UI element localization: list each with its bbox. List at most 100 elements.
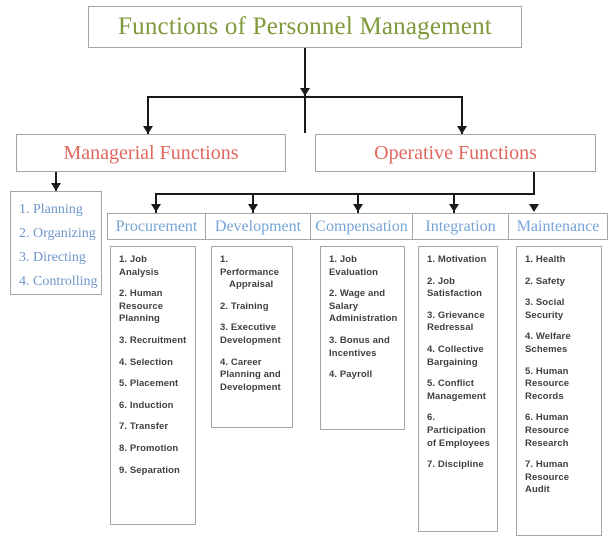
list-item: 1. Health [525,254,595,267]
list-item-line: 4. Welfare [525,331,571,343]
list-item: 2. Organizing [19,226,96,241]
connector-procurement-drop [155,193,157,213]
connector-level2-left-drop [147,96,149,134]
operative-header-compensation: Compensation [310,213,413,240]
list-item-line: Planning [119,313,160,325]
connector-level2-right-arrowhead [457,126,467,134]
list-item: 1. Job Analysis [119,254,189,279]
list-item-line: 3. Recruitment [119,334,187,346]
list-item-line: 4. Collective [427,343,484,355]
list-item-line: Planning and [220,369,281,381]
list-item-line: Resource [119,300,164,312]
managerial-functions-box: Managerial Functions [16,134,286,172]
operative-header-maintenance: Maintenance [508,213,608,240]
list-item-line: Schemes [525,343,568,355]
list-item: 8. Promotion [119,443,189,456]
connector-maintenance-arrowhead [529,204,539,212]
list-item-line: Resource [525,424,570,436]
list-item: 5. Placement [119,378,189,391]
operative-header-label: Compensation [315,217,408,235]
list-item-line: 3. Bonus and [329,334,390,346]
page-title: Functions of Personnel Management [118,13,492,40]
list-item-line: Administration [329,313,398,325]
operative-header-development: Development [205,213,311,240]
title-box: Functions of Personnel Management [88,6,522,48]
list-item-line: 9. Separation [119,464,180,476]
list-item: 1. Motivation [427,254,491,267]
list-item-line: 1. Job [329,254,358,265]
connector-compensation-drop [357,193,359,213]
list-item-line: 3. Grievance [427,309,485,321]
list-item-line: 2. Wage and [329,288,386,300]
operative-header-label: Maintenance [516,217,600,235]
list-item: 7. Transfer [119,421,189,434]
connector-level2-right-drop [461,96,463,134]
connector-development-arrowhead [248,204,258,212]
list-item-line: 1. Job Analysis [119,254,159,278]
list-item-line: Salary [329,300,359,312]
list-item: 3. Recruitment [119,335,189,348]
list-item: 9. Separation [119,465,189,478]
list-item-line: Appraisal [229,279,274,291]
operative-functions-label: Operative Functions [374,141,537,164]
connector-operative-stem [533,172,535,195]
connector-level2-left-arrowhead [143,126,153,134]
connector-compensation-arrowhead [353,204,363,212]
list-item-line: Resource [525,378,570,390]
operative-header-label: Integration [425,217,496,235]
list-item-line: 5. Conflict [427,378,475,390]
connector-procurement-arrowhead [151,204,161,212]
list-item-line: 1. Motivation [427,254,487,265]
list-item-line: 2. Human [119,288,163,300]
list-item-line: Research [525,437,569,449]
list-item: 2. Safety [525,276,595,289]
list-item: 2. Training [220,301,286,314]
list-item-line: Evaluation [329,266,379,278]
list-item: 4. Selection [119,357,189,370]
list-item-line: 2. Job [427,275,456,287]
list-item-line: Incentives [329,347,377,359]
list-item-line: 6. Participation [427,412,486,436]
list-item-line: Resource Audit [525,471,570,496]
operative-header-procurement: Procurement [107,213,206,240]
list-item: 1. Planning [19,202,83,217]
list-item-line: 5. Placement [119,378,179,390]
connector-managerial-arrowhead [51,183,61,191]
list-item-line: 1. Performance [220,254,280,278]
list-item-line: Management [427,390,487,402]
operative-header-label: Development [214,217,302,235]
list-item-line: 7. Human [525,459,569,471]
list-item-line: 4. Selection [119,356,173,368]
connector-title-arrowhead [300,88,310,96]
list-item-line: 6. Human [525,412,569,424]
list-item-line: 3. Executive [220,322,277,334]
list-item-line: 5. Human [525,365,569,377]
list-item-line: 2. Safety [525,275,565,287]
connector-development-drop [252,193,254,213]
list-item-line: Satisfaction [427,288,483,300]
list-item-line: 4. Career [220,356,262,368]
list-item-line: 6. Induction [119,399,174,411]
managerial-functions-label: Managerial Functions [63,141,239,164]
connector-integration-drop [453,193,455,213]
